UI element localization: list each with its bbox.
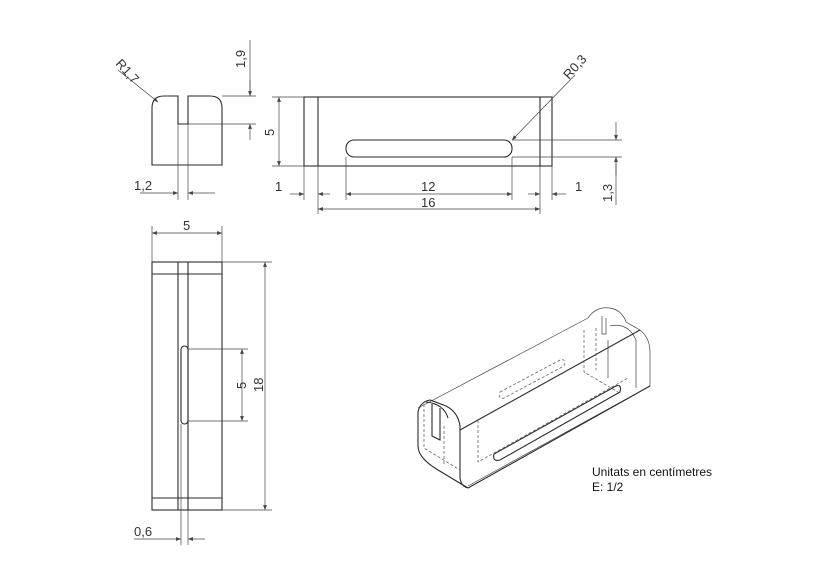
scale-note: E: 1/2	[592, 480, 624, 494]
iso-bottom-front-edge	[467, 385, 651, 489]
iso-hidden-3	[583, 330, 619, 393]
dim-front-left-margin: 1	[275, 179, 282, 194]
iso-back-shell	[467, 307, 651, 487]
plan-outline	[151, 261, 223, 511]
front-outline	[303, 96, 553, 167]
isometric-view	[417, 307, 651, 489]
dim-side-slot-width: 0,6	[134, 524, 152, 539]
iso-back-slot	[601, 316, 607, 335]
dim-top-radius: R1,7	[113, 56, 143, 86]
units-note: Unitats en centímetres	[592, 465, 712, 479]
iso-back-inner	[609, 324, 637, 388]
end-view-outline	[151, 95, 223, 166]
front-slot	[345, 139, 513, 158]
plan-window	[180, 345, 189, 425]
iso-hidden-1	[423, 404, 461, 471]
radius-leader	[117, 69, 159, 103]
iso-front-curve	[425, 401, 449, 419]
dim-front-radius: R0,3	[560, 52, 590, 82]
dim-front-right-margin: 1	[575, 179, 582, 194]
dim-top-slot-width: 1,2	[134, 178, 152, 193]
end-view: 1,2 R1,7 1,9	[113, 40, 256, 200]
iso-window	[493, 385, 622, 461]
front-radius-leader	[511, 74, 576, 141]
dim-side-width: 5	[183, 218, 190, 233]
iso-back-top-edge	[417, 317, 589, 409]
iso-front-block	[417, 399, 469, 489]
plan-view: 5 5 18 0,6	[134, 218, 272, 545]
iso-top-front-edge	[459, 329, 641, 431]
iso-front-slot	[431, 404, 441, 441]
dim-front-total-length: 16	[421, 195, 435, 210]
dim-front-height: 5	[262, 129, 277, 136]
dim-front-slot-length: 12	[421, 179, 435, 194]
dim-top-slot-depth: 1,9	[233, 50, 248, 68]
iso-hidden-window	[499, 359, 565, 399]
iso-hidden-2	[477, 377, 629, 463]
dim-side-slot-length: 5	[234, 382, 249, 389]
dim-front-slot-height: 1,3	[600, 184, 615, 202]
front-view: 5 R0,3 1 12 1 16 1,3	[262, 52, 622, 214]
dim-side-total-length: 18	[251, 378, 266, 392]
